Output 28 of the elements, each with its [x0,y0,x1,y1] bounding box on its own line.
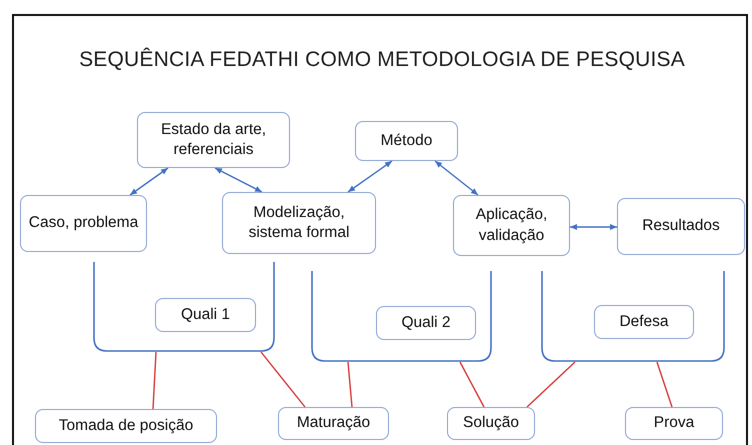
connector-line [347,362,353,408]
connector-line [459,362,485,408]
process-box: Tomada de posição [35,409,217,443]
diagram-title: SEQUÊNCIA FEDATHI COMO METODOLOGIA DE PESQUISA [78,48,686,72]
double-arrow [130,167,168,196]
double-arrow [570,224,617,230]
connector-line [260,352,306,408]
connector-line [526,362,576,408]
process-box: Defesa [594,305,694,339]
process-box: Resultados [617,198,745,255]
process-box: Estado da arte, referenciais [137,112,290,168]
process-box: Quali 2 [376,306,476,340]
process-box: Modelização, sistema formal [222,192,376,254]
bracket-shape [311,271,492,362]
process-box: Caso, problema [20,195,147,252]
process-box: Prova [625,407,723,440]
connector-line [656,362,673,408]
process-box: Método [355,121,458,161]
process-box: Aplicação, validação [453,195,570,256]
bracket-shape [93,262,275,352]
double-arrow [214,167,262,193]
process-box: Solução [447,407,535,440]
process-box: Quali 1 [155,298,256,332]
bracket-shape [541,271,725,362]
process-box: Maturação [278,407,389,440]
double-arrow [434,160,478,196]
connector-line [152,352,157,410]
double-arrow [348,160,392,193]
